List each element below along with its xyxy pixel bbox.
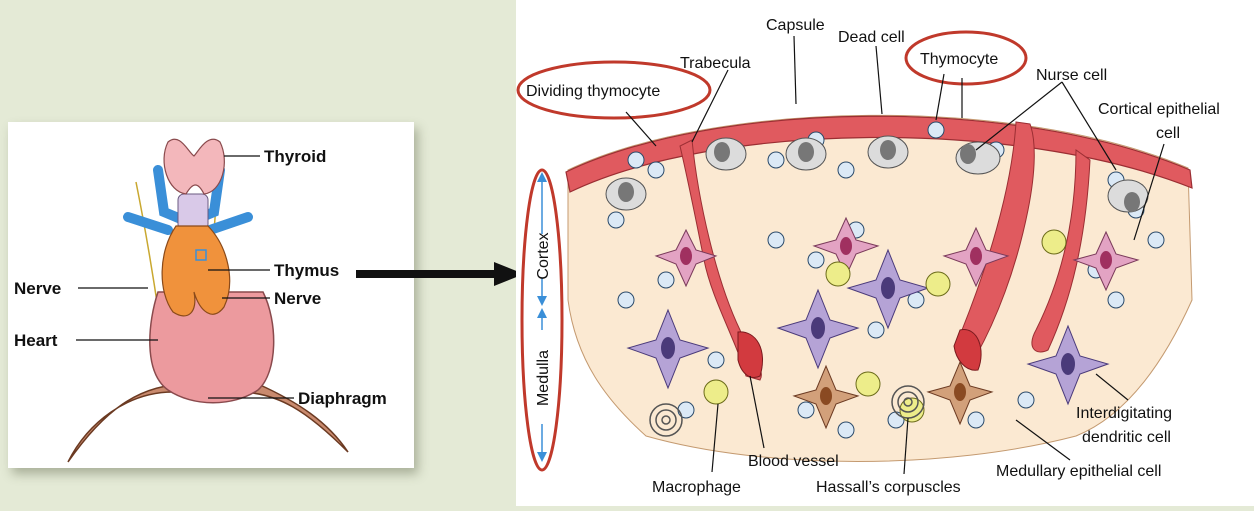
nurse-cells-group	[605, 135, 1149, 213]
thyroid-label: Thyroid	[264, 147, 326, 166]
macrophage-label: Macrophage	[652, 479, 741, 496]
diaphragm-label: Diaphragm	[298, 389, 387, 408]
medullary-epithelial-label: Medullary epithelial cell	[996, 463, 1161, 480]
trabecula-label: Trabecula	[680, 55, 751, 72]
zoom-region-marker	[195, 249, 207, 261]
heart-shape	[149, 291, 275, 404]
dead-cell-label: Dead cell	[838, 29, 905, 46]
interdigitating-label-line1: Interdigitating	[1076, 405, 1172, 422]
trachea-shape	[177, 193, 209, 231]
blood-vessel-1	[737, 331, 764, 378]
right-arrow-icon	[356, 262, 526, 291]
thymus-shape	[161, 225, 231, 317]
thyroid-shape	[163, 138, 225, 195]
medulla-label: Medulla	[535, 350, 552, 406]
cortical-epithelial-label-line1: Cortical epithelial	[1098, 101, 1220, 118]
dividing-thymocyte-highlight	[516, 60, 712, 120]
blood-vessel-label: Blood vessel	[748, 453, 839, 470]
interdigitating-label-line2: dendritic cell	[1082, 429, 1171, 446]
thymus-label: Thymus	[274, 261, 339, 280]
trabecula-3	[1031, 149, 1091, 353]
cortex-label: Cortex	[535, 232, 552, 279]
anatomy-illustration: Thyroid Thymus Nerve Nerve Heart Diaphra…	[14, 138, 387, 463]
thymocyte-label: Thymocyte	[920, 51, 998, 68]
capsule-label: Capsule	[766, 17, 825, 34]
trabecula-1	[679, 139, 762, 381]
cortical-epithelial-label-line2: cell	[1156, 125, 1180, 142]
epithelial-cells-group	[626, 216, 1140, 430]
nurse-cell-label: Nurse cell	[1036, 67, 1107, 84]
heart-label: Heart	[14, 331, 58, 350]
nerve-right-label: Nerve	[274, 289, 321, 308]
leader-lines	[625, 35, 1165, 475]
tissue-panel: Cortex Medulla Capsule Dead cell Trabecu…	[516, 0, 1254, 506]
dividing-thymocyte-label: Dividing thymocyte	[526, 83, 660, 100]
hassalls-label: Hassall’s corpuscles	[816, 479, 961, 496]
thymocyte-highlight	[904, 30, 1028, 86]
diaphragm-shape	[67, 383, 349, 463]
tissue-illustration: Cortex Medulla Capsule Dead cell Trabecu…	[516, 17, 1220, 496]
nerve-left-label: Nerve	[14, 279, 61, 298]
blood-vessel-2	[953, 329, 982, 371]
anatomy-panel: Thyroid Thymus Nerve Nerve Heart Diaphra…	[8, 122, 414, 468]
cortex-medulla-highlight	[520, 168, 564, 472]
vessels-shape	[123, 165, 253, 235]
